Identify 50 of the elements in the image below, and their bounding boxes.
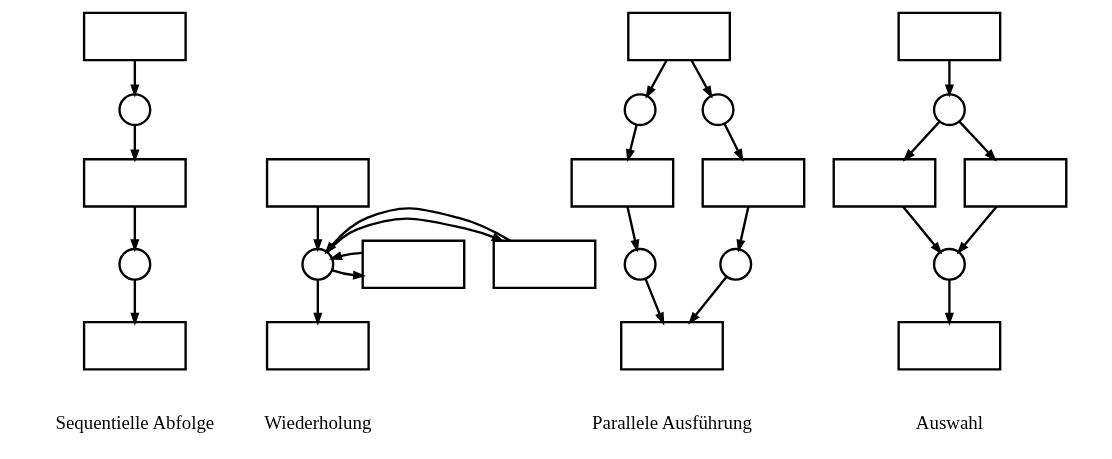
- node-circle: [932, 247, 966, 281]
- node-box: [620, 321, 724, 371]
- node-box: [897, 11, 1002, 62]
- node-box: [897, 321, 1002, 371]
- node-box: [82, 158, 187, 208]
- node-box: [701, 158, 806, 208]
- node-circle: [719, 247, 753, 281]
- node-circle: [118, 247, 152, 281]
- node-box: [265, 158, 370, 208]
- arrow: [130, 125, 140, 163]
- arrow: [723, 123, 744, 162]
- arrow: [944, 280, 954, 326]
- node-circle: [118, 93, 152, 127]
- arrow: [902, 120, 941, 162]
- node-box: [82, 11, 187, 62]
- label: Parallele Ausführung: [592, 412, 752, 434]
- arrow: [313, 280, 323, 326]
- node-box: [832, 158, 937, 208]
- label: Auswahl: [915, 412, 983, 434]
- node-circle: [623, 93, 657, 127]
- arrow: [688, 276, 728, 325]
- label: Sequentielle Abfolge: [55, 412, 215, 434]
- arrow: [626, 206, 640, 253]
- node-box: [361, 239, 466, 290]
- label: Wiederholung: [264, 412, 372, 434]
- node-box: [492, 239, 597, 290]
- arrow: [130, 206, 140, 253]
- node-circle: [301, 247, 335, 281]
- node-box: [82, 321, 187, 371]
- node-circle: [932, 93, 966, 127]
- arrow: [313, 206, 323, 253]
- arrow: [736, 206, 750, 253]
- arrow: [328, 251, 363, 261]
- node-box: [627, 11, 731, 62]
- node-box: [265, 321, 370, 371]
- arrow: [956, 205, 998, 255]
- arrow: [902, 205, 943, 255]
- arrow: [690, 59, 713, 99]
- arrow: [130, 60, 140, 98]
- arrow: [332, 269, 367, 280]
- arrow: [944, 60, 954, 98]
- arrow: [644, 278, 665, 326]
- node-circle: [623, 247, 657, 281]
- arrow: [626, 124, 638, 163]
- arrow: [958, 120, 997, 162]
- node-circle: [701, 93, 735, 127]
- arrow: [645, 59, 668, 99]
- node-box: [963, 158, 1068, 208]
- node-box: [570, 158, 675, 208]
- arrow: [130, 280, 140, 326]
